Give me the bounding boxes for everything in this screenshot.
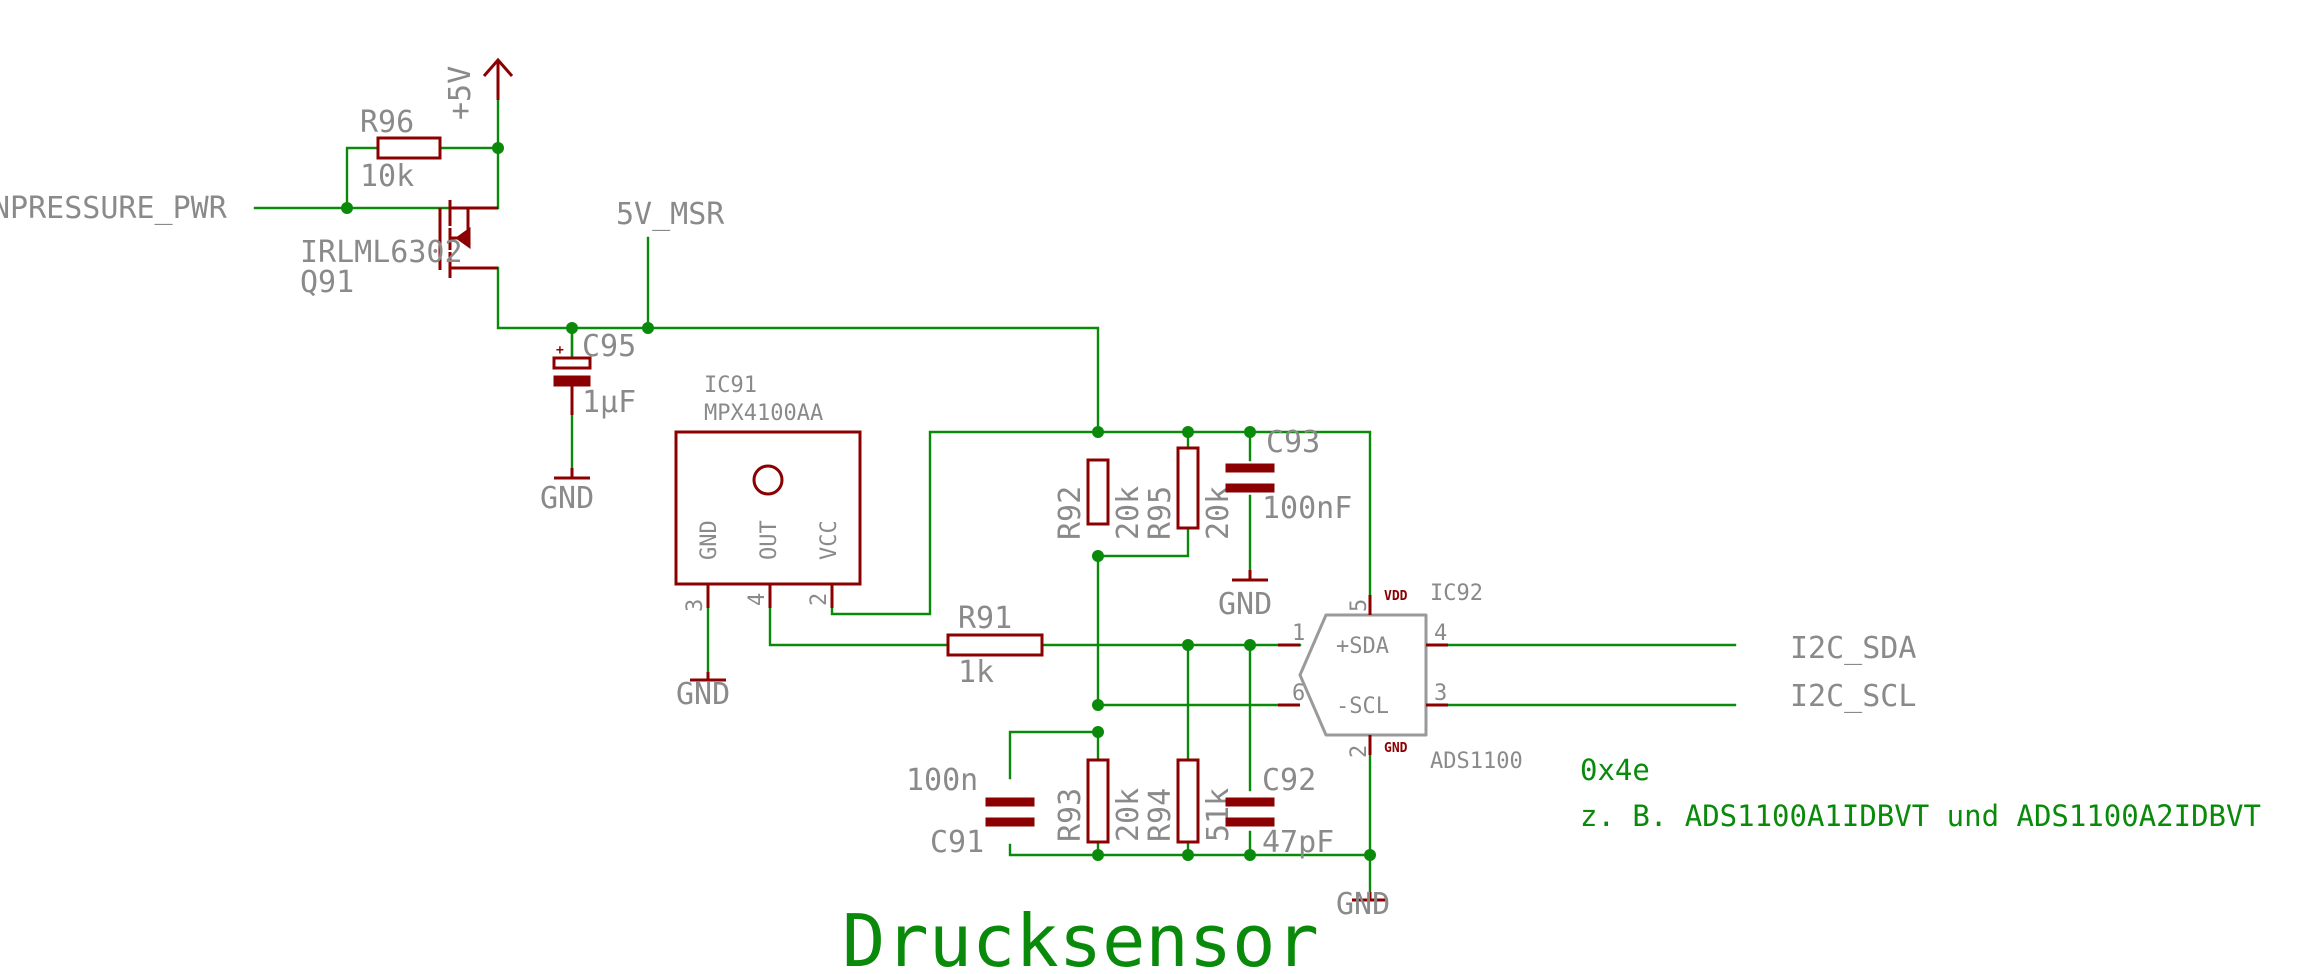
svg-text:C95: C95 — [582, 329, 636, 364]
svg-text:10k: 10k — [360, 159, 414, 194]
svg-text:R92: R92 — [1053, 486, 1088, 540]
svg-text:1k: 1k — [958, 655, 994, 690]
svg-text:R96: R96 — [360, 105, 414, 140]
adc-ic92: +SDA -SCL VDD GND IC92 ADS1100 1 6 4 3 5… — [1278, 581, 1523, 774]
svg-text:47pF: 47pF — [1262, 825, 1334, 860]
gnd-symbol-ic91: GND — [676, 672, 730, 712]
svg-text:VCC: VCC — [817, 520, 842, 560]
svg-text:20k: 20k — [1201, 486, 1236, 540]
svg-text:R95: R95 — [1143, 486, 1178, 540]
svg-text:6: 6 — [1292, 681, 1305, 706]
svg-text:1: 1 — [1292, 621, 1305, 646]
svg-text:GND: GND — [540, 481, 594, 516]
svg-text:GND: GND — [697, 520, 722, 560]
svg-text:100nF: 100nF — [1262, 491, 1352, 526]
svg-text:20k: 20k — [1111, 788, 1146, 842]
capacitor-c95: C95 1µF + — [552, 326, 636, 420]
svg-text:C93: C93 — [1266, 425, 1320, 460]
svg-text:4: 4 — [1434, 621, 1447, 646]
svg-text:+: + — [556, 343, 564, 358]
svg-text:IC91: IC91 — [704, 373, 757, 398]
note-part-example: z. B. ADS1100A1IDBVT und ADS1100A2IDBVT — [1580, 799, 2261, 833]
svg-text:GND: GND — [1384, 741, 1408, 756]
svg-text:3: 3 — [1434, 681, 1447, 706]
svg-text:51k: 51k — [1201, 788, 1236, 842]
svg-text:5: 5 — [1347, 599, 1372, 612]
svg-text:R93: R93 — [1053, 788, 1088, 842]
resistor-r96: R96 10k — [360, 105, 442, 194]
svg-text:GND: GND — [676, 677, 730, 712]
supply-5v-label: +5V — [443, 66, 478, 120]
mosfet-q91: IRLML6302 Q91 — [300, 200, 498, 300]
capacitor-c93: C93 100nF — [1225, 425, 1352, 526]
svg-text:20k: 20k — [1111, 486, 1146, 540]
svg-text:2: 2 — [807, 593, 832, 606]
svg-text:IRLML6302: IRLML6302 — [300, 235, 463, 270]
svg-text:MPX4100AA: MPX4100AA — [704, 401, 823, 426]
svg-text:R94: R94 — [1143, 788, 1178, 842]
svg-text:1µF: 1µF — [582, 385, 636, 420]
svg-text:IC92: IC92 — [1430, 581, 1483, 606]
svg-text:-SCL: -SCL — [1336, 694, 1389, 719]
svg-text:2: 2 — [1347, 745, 1372, 758]
capacitor-c92: C92 47pF — [1225, 763, 1334, 860]
supply-5v-symbol: +5V — [443, 57, 514, 120]
svg-text:R91: R91 — [958, 601, 1012, 636]
resistor-r92: R92 20k — [1053, 458, 1146, 540]
gnd-symbol-c93: GND — [1218, 570, 1272, 622]
resistor-r93: R93 20k — [1053, 758, 1146, 844]
svg-text:GND: GND — [1336, 887, 1390, 922]
svg-text:3: 3 — [683, 599, 708, 612]
svg-text:C91: C91 — [930, 825, 984, 860]
resistor-r91: R91 1k — [946, 601, 1044, 690]
svg-text:C92: C92 — [1262, 763, 1316, 798]
svg-text:Q91: Q91 — [300, 265, 354, 300]
gnd-symbol-ic92: GND — [1336, 887, 1390, 922]
gnd-symbol-c95: GND — [540, 468, 594, 516]
svg-text:+SDA: +SDA — [1336, 634, 1389, 659]
svg-text:ADS1100: ADS1100 — [1430, 749, 1523, 774]
net-label-pressure-pwr: NPRESSURE_PWR — [0, 191, 228, 226]
resistor-r95: R95 20k — [1143, 446, 1236, 540]
note-i2c-address: 0x4e — [1580, 753, 1650, 787]
capacitor-c91: 100n C91 — [906, 763, 1035, 860]
svg-text:4: 4 — [745, 593, 770, 606]
sensor-ic91: IC91 MPX4100AA GND OUT VCC 3 4 2 — [674, 373, 862, 612]
net-label-i2c-scl: I2C_SCL — [1790, 679, 1916, 714]
net-label-i2c-sda: I2C_SDA — [1790, 631, 1916, 666]
sheet-title: Drucksensor — [842, 899, 1319, 974]
svg-text:OUT: OUT — [757, 520, 782, 560]
net-label-5v-msr: 5V_MSR — [616, 197, 725, 232]
resistor-r94: R94 51k — [1143, 758, 1236, 844]
svg-text:GND: GND — [1218, 587, 1272, 622]
svg-text:VDD: VDD — [1384, 589, 1408, 604]
junctions — [341, 142, 1376, 861]
svg-text:100n: 100n — [906, 763, 978, 798]
